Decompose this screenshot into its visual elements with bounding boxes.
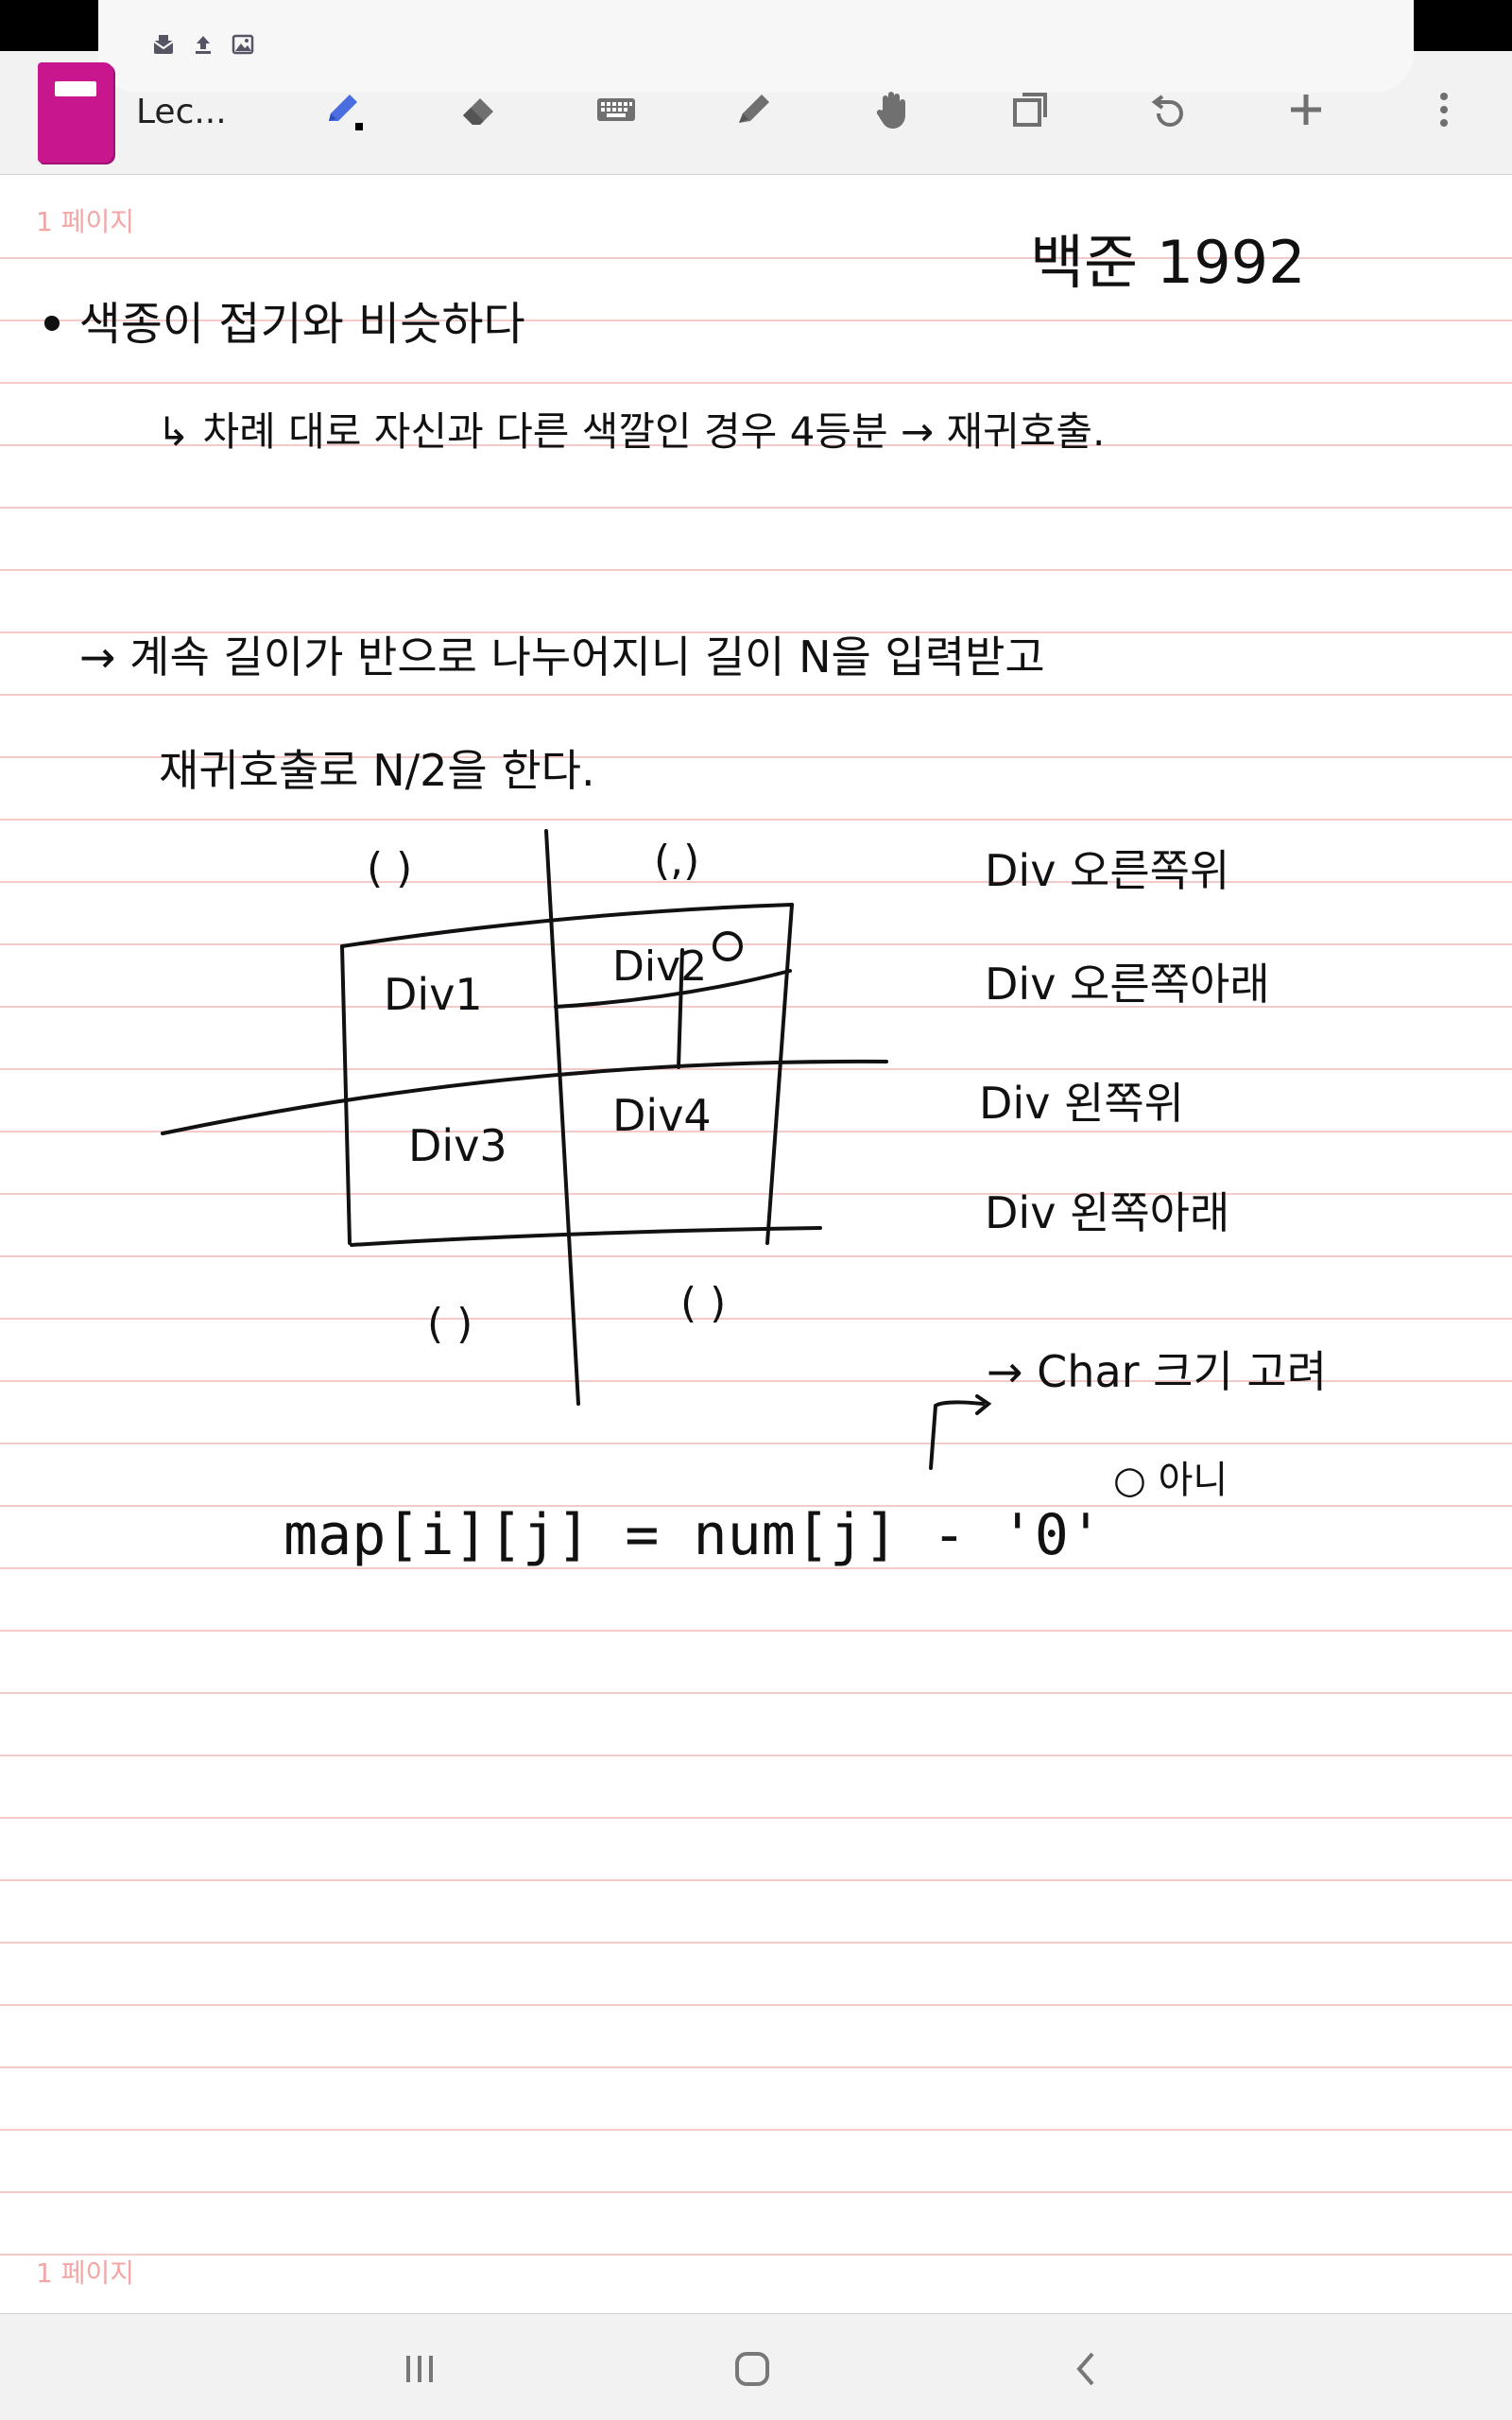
div3-label: Div3 [408,1120,507,1171]
recent-apps-icon[interactable] [391,2341,448,2397]
image-icon [231,32,255,57]
add-icon[interactable] [1280,83,1332,136]
subgrid-horizontal [554,969,792,1009]
code-line: map[i][j] = num[j] - '0' [284,1502,1103,1568]
subgrid-circle [713,931,743,961]
note-title: 백준 1992 [1030,228,1306,297]
div4-label: Div4 [612,1090,712,1141]
bullet-dot [44,316,60,331]
grid-bottom-line [350,1226,822,1247]
quad-label-top-left: ( ) [367,844,413,892]
status-pill [98,0,1414,93]
div1-label: Div1 [384,969,483,1020]
app-toolbar: Lec... [0,51,1512,170]
grid-vertical-divider [544,829,580,1406]
upload-icon [191,32,215,57]
status-icons [151,32,255,57]
note-line-1: • 색종이 접기와 비슷하다 [38,298,525,351]
handwriting-canvas [44,316,992,1470]
page-label-top: 1 페이지 [36,206,134,237]
highlighter-icon[interactable] [728,83,781,136]
undo-icon[interactable] [1142,83,1194,136]
note-line-3: → 계속 길이가 반으로 나누어지니 길이 N을 입력받고 [79,631,1045,683]
grid-left-line [340,944,352,1245]
doc-title[interactable]: Lec... [136,93,227,131]
grid-top-line [340,903,794,948]
pages-icon[interactable] [1004,83,1057,136]
pen-tool-icon[interactable] [316,83,369,136]
ruled-lines [0,257,1512,2256]
div-legend-1: Div 오른쪽위 [985,845,1230,896]
more-icon[interactable] [1418,83,1470,136]
div2-label: Div2 [612,942,708,991]
page-label-bottom: 1 페이지 [36,2257,134,2289]
home-icon[interactable] [724,2341,781,2397]
note-line-4: 재귀호출로 N/2을 한다. [159,745,595,796]
div-legend-3: Div 왼쪽위 [979,1078,1185,1129]
quad-label-bottom-left: ( ) [427,1300,473,1348]
subgrid-vertical [677,948,684,1069]
eraser-icon[interactable] [452,83,505,136]
quad-label-top-right: (,) [654,837,700,885]
system-nav-bar [0,2314,1512,2420]
keyboard-icon[interactable] [590,83,643,136]
div-legend-4: Div 왼쪽아래 [985,1187,1230,1238]
char-arrow [929,1400,985,1470]
mail-icon [151,32,176,57]
notebook-cover-icon[interactable] [38,62,113,163]
div-legend-2: Div 오른쪽아래 [985,959,1270,1010]
char-note: → Char 크기 고려 [987,1346,1328,1397]
back-icon[interactable] [1058,2341,1115,2397]
note-page[interactable]: 1 페이지 1 페이지 백준 1992 • 색종이 접기와 비슷하다 ↳ 차례 … [0,174,1512,2314]
grid-horizontal-divider [161,1059,888,1135]
grid-right-line [765,903,794,1245]
ok-note: ○ 아니 [1113,1459,1228,1502]
hand-icon[interactable] [866,83,919,136]
quad-label-bottom-right: ( ) [680,1279,727,1327]
note-line-2: ↳ 차례 대로 자신과 다른 색깔인 경우 4등분 → 재귀호출. [157,408,1106,455]
